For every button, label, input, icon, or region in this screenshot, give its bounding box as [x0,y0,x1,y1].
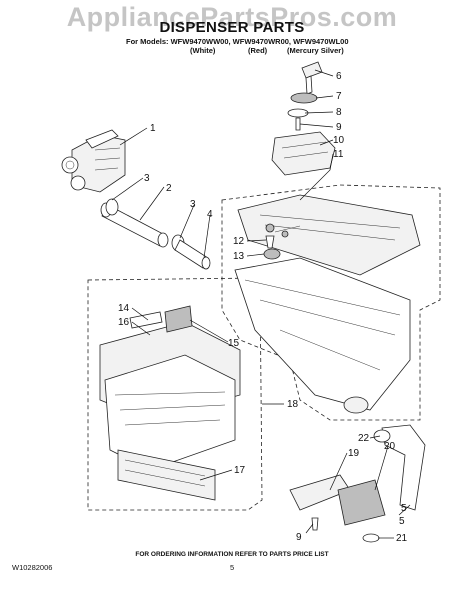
leader-lines [111,69,411,539]
callout-5a: 5 [399,516,405,527]
callout-6: 6 [336,71,342,82]
callout-1: 1 [150,123,156,134]
ordering-note: FOR ORDERING INFORMATION REFER TO PARTS … [135,551,329,558]
dispenser-top-parts [271,61,336,176]
callout-10: 10 [333,135,345,146]
callout-9a: 9 [336,122,342,133]
callout-3b: 3 [190,199,196,210]
page-number: 5 [230,563,235,572]
dispenser-housing [234,257,411,414]
lower-right-parts [289,424,426,543]
page-title: DISPENSER PARTS [159,19,305,36]
callout-21: 21 [396,533,408,544]
callout-9b: 9 [296,532,302,543]
callout-13: 13 [233,251,245,262]
dispenser-drawer [99,305,241,501]
variant-red: (Red) [248,46,268,55]
callout-16: 16 [118,317,130,328]
callout-14: 14 [118,303,130,314]
callout-2: 2 [166,183,172,194]
callout-12: 12 [233,236,245,247]
callout-4: 4 [207,209,213,220]
variant-white: (White) [190,46,216,55]
callout-18: 18 [287,399,299,410]
callout-8: 8 [336,107,342,118]
callout-11: 11 [333,149,344,160]
model-list: For Models: WFW9470WW00, WFW9470WR00, WF… [126,37,349,46]
dispenser-cover [237,194,421,276]
inlet-valve [61,129,126,193]
hose-clamp-upper [105,198,119,216]
mounting-screw [265,235,275,249]
callout-7: 7 [336,91,342,102]
short-hose [174,239,211,270]
callout-3a: 3 [144,173,150,184]
variant-mercury-silver: (Mercury Silver) [287,46,344,55]
callout-22: 22 [358,433,370,444]
document-number: W10282006 [12,563,53,572]
callout-19: 19 [348,448,360,459]
watermark: AppliancePartsPros.com [66,2,398,32]
grommet [263,248,281,260]
drawer-assembly-boundary [87,277,263,511]
callout-5b: 5 [401,503,407,514]
callout-17: 17 [234,465,246,476]
callout-15: 15 [228,338,240,349]
callout-20: 20 [384,441,396,452]
